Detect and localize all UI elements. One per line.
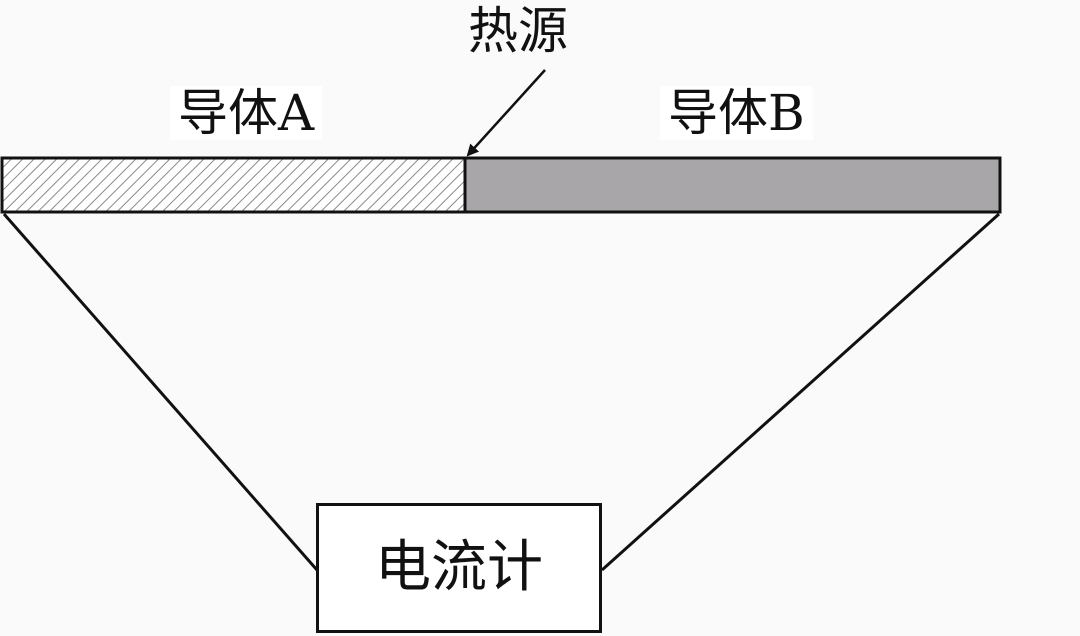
conductor-b-label: 导体B (660, 86, 813, 140)
left-wire (2, 213, 319, 571)
galvanometer-label: 电流计 (375, 535, 543, 600)
conductor-a-label: 导体A (170, 86, 323, 140)
right-wire (600, 212, 1001, 572)
conductor-a-bar (0, 156, 467, 214)
heat-source-arrow (466, 69, 546, 157)
heat-source-label: 热源 (468, 2, 568, 60)
conductor-b-bar (463, 156, 1002, 214)
galvanometer-box: 电流计 (316, 503, 602, 633)
